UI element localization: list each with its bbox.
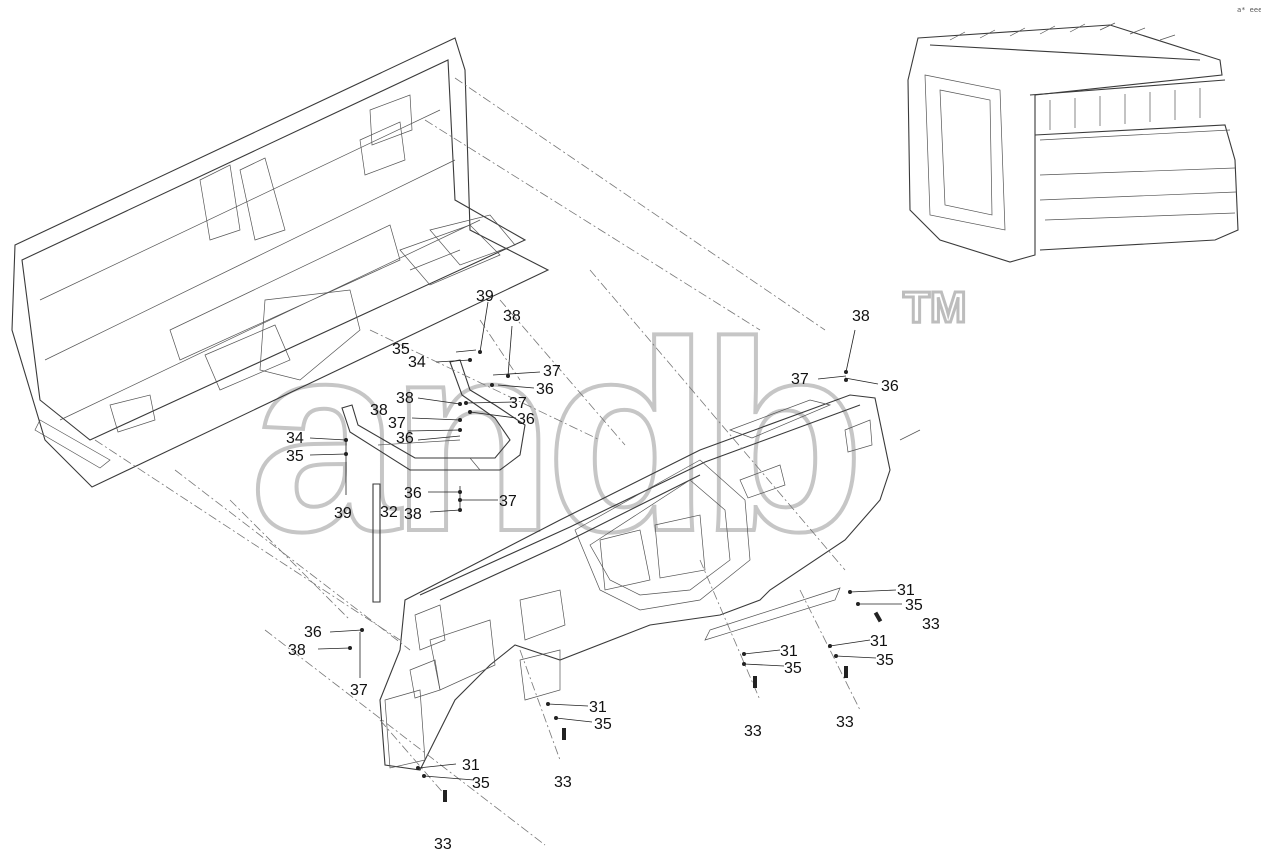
callout-33: 33 (836, 714, 854, 731)
callout-38: 38 (396, 390, 414, 407)
callout-33: 33 (744, 723, 762, 740)
callout-36: 36 (536, 381, 554, 398)
callout-38: 38 (852, 308, 870, 325)
callout-38: 38 (404, 506, 422, 523)
callout-35: 35 (784, 660, 802, 677)
callout-35: 35 (594, 716, 612, 733)
leader-lines (309, 301, 902, 781)
support-post-32 (372, 483, 381, 603)
callout-33: 33 (922, 616, 940, 633)
callout-34: 34 (408, 354, 426, 371)
callout-35: 35 (286, 448, 304, 465)
callout-39: 39 (476, 288, 494, 305)
fasteners (344, 350, 883, 802)
callout-37: 37 (543, 363, 561, 380)
callout-31: 31 (780, 643, 798, 660)
callout-36: 36 (517, 411, 535, 428)
callout-36: 36 (304, 624, 322, 641)
callout-37: 37 (791, 371, 809, 388)
callout-38: 38 (370, 402, 388, 419)
callout-35: 35 (472, 775, 490, 792)
callout-37: 37 (350, 682, 368, 699)
callout-36: 36 (881, 378, 899, 395)
callout-33: 33 (434, 836, 452, 853)
callout-37: 37 (499, 493, 517, 510)
callout-39: 39 (334, 505, 352, 522)
watermark-logo: andb (250, 287, 856, 588)
callout-31: 31 (589, 699, 607, 716)
callout-35: 35 (392, 341, 410, 358)
alignment-lines (94, 77, 861, 846)
callout-33: 33 (554, 774, 572, 791)
dashboard-assembly (379, 394, 921, 771)
corner-code: a* eee (1237, 6, 1261, 14)
cab-overview-inset (907, 22, 1239, 263)
watermark-trademark: TM (903, 283, 967, 332)
callout-35: 35 (876, 652, 894, 669)
callout-31: 31 (462, 757, 480, 774)
callout-35: 35 (905, 597, 923, 614)
callout-31: 31 (870, 633, 888, 650)
callout-labels: 39 38 35 34 37 36 38 37 38 36 37 36 34 3… (286, 288, 940, 853)
callout-37: 37 (388, 415, 406, 432)
callout-31: 31 (897, 582, 915, 599)
callout-36: 36 (396, 430, 414, 447)
cab-rear-panel (11, 37, 550, 488)
callout-32: 32 (380, 504, 398, 521)
callout-36: 36 (404, 485, 422, 502)
callout-37: 37 (509, 395, 527, 412)
callout-38: 38 (503, 308, 521, 325)
callout-38: 38 (288, 642, 306, 659)
callout-34: 34 (286, 430, 304, 447)
